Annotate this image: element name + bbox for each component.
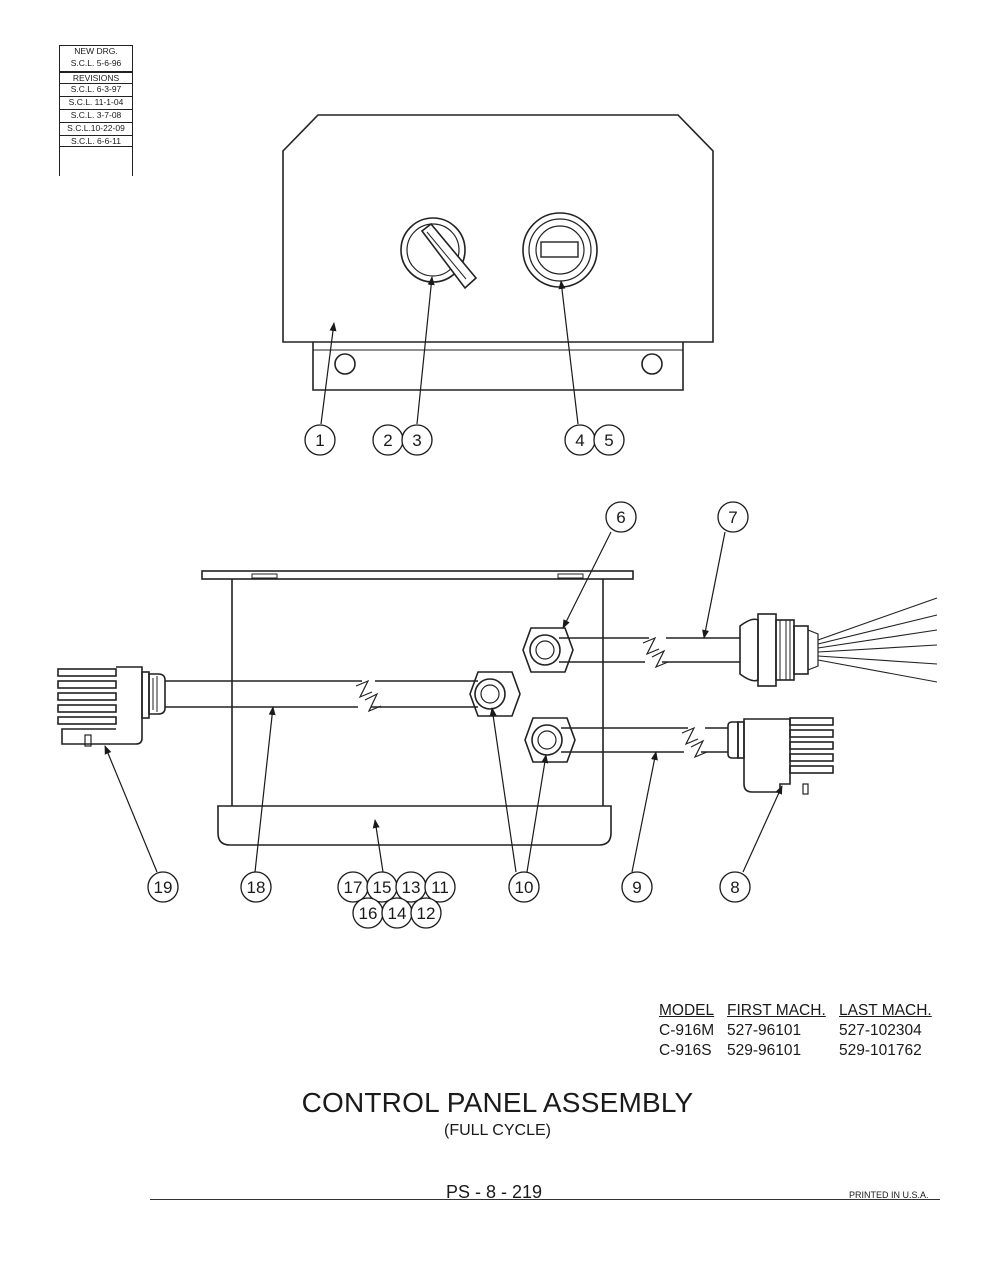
callout-10-number: 10	[515, 878, 534, 897]
revision-entry: S.C.L.10-22-09	[60, 121, 132, 135]
callout-19-number: 19	[154, 878, 173, 897]
callout-8-number: 8	[730, 878, 739, 897]
callout-18-number: 18	[247, 878, 266, 897]
callout-4-number: 4	[575, 431, 584, 450]
drawing-subtitle: (FULL CYCLE)	[444, 1122, 551, 1139]
callout-19: 19	[147, 871, 179, 903]
footer-divider	[150, 1199, 940, 1200]
callout-16: 16	[352, 897, 384, 929]
last-machine-cell: 527-102304	[839, 1022, 922, 1039]
cable-gland-center	[469, 671, 521, 717]
first-machine-cell: 529-96101	[727, 1042, 802, 1059]
callout-14: 14	[381, 897, 413, 929]
callout-15-number: 15	[373, 878, 392, 897]
callout-13-number: 13	[402, 878, 421, 897]
callout-9-number: 9	[632, 878, 641, 897]
callout-4: 4	[564, 424, 596, 456]
callout-10: 10	[508, 871, 540, 903]
callout-6: 6	[605, 501, 637, 533]
revision-entry: S.C.L. 6-3-97	[60, 83, 132, 96]
model-serial-table: MODEL FIRST MACH. LAST MACH. C-916M 527-…	[659, 1001, 932, 1061]
callout-17: 17	[337, 871, 369, 903]
drawing-title: CONTROL PANEL ASSEMBLY	[301, 1087, 694, 1118]
callout-11: 11	[424, 871, 456, 903]
first-machine-column-header: FIRST MACH.	[727, 1002, 826, 1019]
cable-strain-relief-7	[739, 597, 938, 687]
callout-17-number: 17	[344, 878, 363, 897]
control-panel-front-view	[282, 114, 714, 391]
control-panel-side-view	[201, 570, 634, 846]
indicator-light	[522, 212, 598, 288]
cable-gland-lower	[524, 717, 728, 763]
callout-11-number: 11	[431, 878, 449, 897]
revision-entry: S.C.L. 11-1-04	[60, 96, 132, 109]
selector-switch-knob	[400, 217, 478, 290]
table-row: C-916M 527-96101 527-102304	[659, 1021, 932, 1041]
callout-1: 1	[304, 424, 336, 456]
revision-entry: S.C.L. 6-6-11	[60, 134, 132, 148]
revision-header-line: NEW DRG.	[60, 45, 132, 58]
callout-9: 9	[621, 871, 653, 903]
callout-6-number: 6	[616, 508, 625, 527]
callout-16-number: 16	[359, 904, 378, 923]
callout-12-number: 12	[417, 904, 436, 923]
callout-2-number: 2	[383, 431, 392, 450]
callout-8: 8	[719, 871, 751, 903]
callout-3: 3	[401, 424, 433, 456]
table-row: C-916S 529-96101 529-101762	[659, 1041, 932, 1061]
printed-note: PRINTED IN U.S.A.	[849, 1190, 929, 1200]
callout-18: 18	[240, 871, 272, 903]
callout-2: 2	[372, 424, 404, 456]
model-column-header: MODEL	[659, 1002, 715, 1019]
revision-block: NEW DRG. S.C.L. 5-6-96 REVISIONS S.C.L. …	[59, 45, 133, 176]
callout-3-number: 3	[412, 431, 421, 450]
revisions-label: REVISIONS	[60, 70, 132, 84]
revision-header-line: S.C.L. 5-6-96	[70, 57, 122, 68]
first-machine-cell: 527-96101	[727, 1022, 802, 1039]
connector-8	[727, 717, 834, 795]
page-number: PS - 8 - 219	[446, 1182, 543, 1202]
leader-lines	[104, 276, 783, 873]
callout-5-number: 5	[604, 431, 613, 450]
model-table-header: MODEL FIRST MACH. LAST MACH.	[659, 1001, 932, 1021]
cable-18	[165, 679, 478, 713]
callout-12: 12	[410, 897, 442, 929]
model-cell: C-916M	[659, 1022, 715, 1039]
model-cell: C-916S	[659, 1042, 712, 1059]
cable-gland-6	[522, 627, 740, 673]
callout-7-number: 7	[728, 508, 737, 527]
callout-7: 7	[717, 501, 749, 533]
last-machine-column-header: LAST MACH.	[839, 1002, 932, 1019]
connector-19	[57, 666, 166, 747]
callout-15: 15	[366, 871, 398, 903]
revision-entry: S.C.L. 3-7-08	[60, 108, 132, 122]
callout-1-number: 1	[315, 431, 324, 450]
callout-13: 13	[395, 871, 427, 903]
callout-14-number: 14	[388, 904, 407, 923]
callout-5: 5	[593, 424, 625, 456]
last-machine-cell: 529-101762	[839, 1042, 922, 1059]
